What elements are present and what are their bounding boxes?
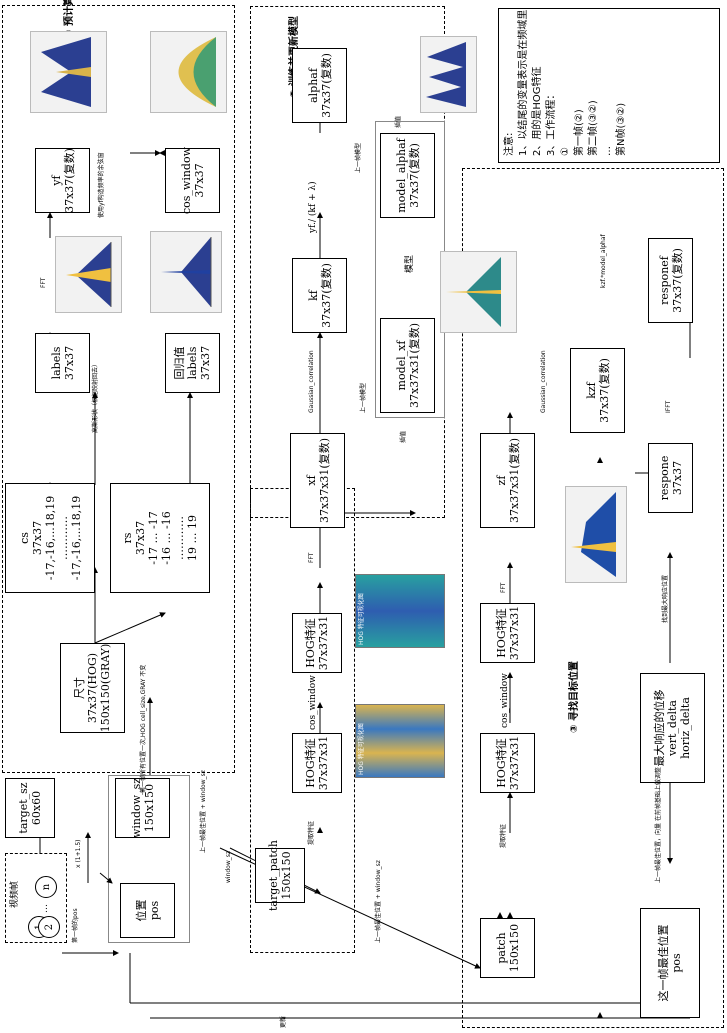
cos-window-surface-plot — [150, 31, 227, 113]
edge-label: cos_window — [308, 675, 318, 730]
edge-label: 第一帧的pos — [72, 908, 79, 943]
edge-label: yf./ (kf + λ) — [308, 181, 318, 233]
edge-label: 模型 — [405, 254, 415, 273]
edge-label: x (1+1.5) — [75, 839, 82, 868]
hog-feature-image-2: HOG 特征可视化图 — [355, 574, 445, 648]
edge-label: 上一帧最佳位置，向量 在前帧基础上做调整 — [655, 767, 662, 883]
edge-label: 上一帧最佳位置 + window_sz — [200, 770, 207, 853]
edge-label: kzf.*model_alphaf — [600, 234, 607, 288]
edge-label: 高斯形状（根据映射回去） — [92, 360, 99, 433]
hog-feature-image-1: HOG 特征可视化图 — [355, 704, 445, 778]
edge-label: 更新 — [280, 1015, 287, 1028]
edge-label: Gaussian_correlation — [308, 350, 315, 413]
edge-label: window_sz — [225, 850, 232, 883]
edge-label: 提取特征 — [500, 823, 507, 848]
edge-label: 找到最大响应位置 — [662, 574, 669, 623]
edge-label: 插值 — [395, 115, 402, 128]
alphaf-surface-plot — [420, 36, 477, 113]
edge-label: FFT — [40, 277, 47, 288]
labels-surface-plot — [55, 236, 122, 313]
edge-label: 使用yf构造频率的余弦窗 — [98, 152, 105, 218]
edge-label: Gaussian_correlation — [540, 350, 547, 413]
edge-label: 上一帧最佳位置 + window_sz — [375, 860, 382, 943]
reg-labels-surface-plot — [150, 231, 222, 313]
edge-label: FFT — [500, 582, 507, 593]
edge-label: 提取特征 — [308, 820, 315, 845]
edge-label: cos_window — [500, 673, 510, 728]
response-surface-plot — [565, 486, 627, 583]
edge-label: IFFT — [665, 400, 672, 413]
edge-label: 上一帧模型 — [360, 382, 367, 413]
edge-label: 第一帧所有位置一次,HOG cell_size,GRAY 不变 — [140, 664, 147, 793]
edge-label: 插值 — [400, 430, 407, 443]
model-surface-plot — [440, 251, 517, 333]
edge-label: FFT — [308, 552, 315, 563]
edge-label: 上一帧模型 — [355, 142, 362, 173]
yf-surface-plot — [30, 31, 107, 113]
